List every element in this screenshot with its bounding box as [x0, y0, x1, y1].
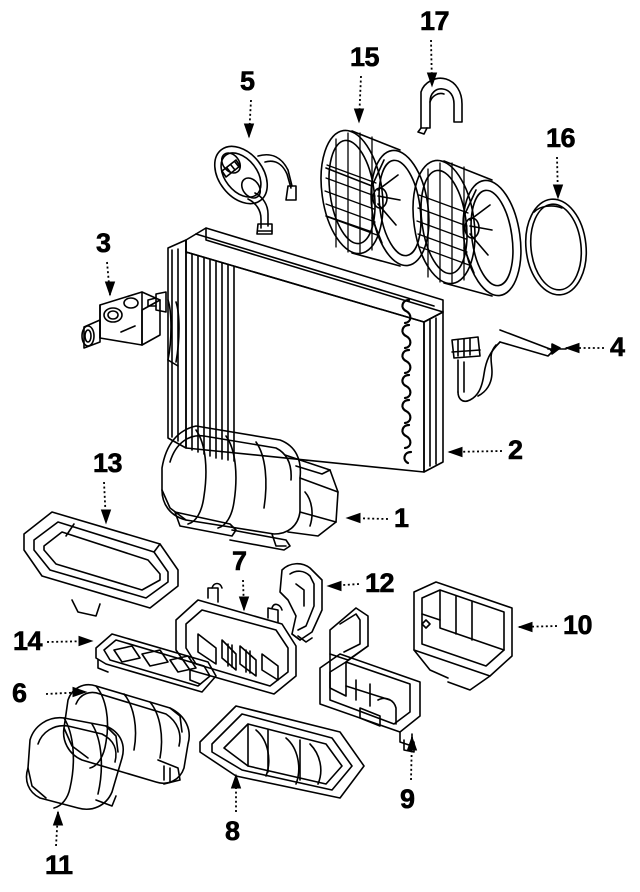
- callout-number-14: 14: [13, 626, 43, 656]
- part-vent-grille-register: [95, 633, 217, 693]
- callout-arrowhead-8: [230, 773, 242, 789]
- part-case-side-cover: [413, 581, 513, 691]
- callout-arrowhead-4: [564, 342, 580, 354]
- callout-number-17: 17: [420, 6, 450, 36]
- part-lower-case-duct: [199, 705, 365, 799]
- part-evaporator-core: [147, 227, 444, 473]
- part-case-gasket-seal: [23, 511, 179, 617]
- callout-leader-12: [327, 583, 360, 587]
- part-blower-seal-ring: [524, 198, 588, 296]
- callout-number-11: 11: [45, 850, 74, 880]
- callout-number-10: 10: [563, 610, 593, 640]
- callout-leader-7: [242, 579, 245, 611]
- callout-arrowhead-11: [52, 810, 64, 826]
- callout-number-13: 13: [93, 448, 123, 478]
- callout-arrowhead-15: [353, 108, 365, 124]
- callout-arrowhead-1: [345, 512, 361, 524]
- callout-arrowhead-9: [406, 735, 418, 751]
- callout-arrowhead-17: [426, 72, 438, 88]
- part-air-deflector-door: [279, 562, 323, 643]
- callout-number-7: 7: [232, 546, 248, 576]
- callout-arrowhead-13: [100, 509, 112, 525]
- part-temperature-sensor-probe: [451, 329, 567, 403]
- part-blower-motor-shroud: [25, 716, 124, 810]
- part-hose-tube-assembly: [213, 145, 297, 235]
- callout-number-4: 4: [610, 332, 626, 362]
- part-center-case-assembly: [319, 607, 421, 753]
- callout-leader-5: [248, 99, 252, 138]
- part-control-valve-panel: [175, 582, 297, 695]
- callout-leader-10: [518, 625, 558, 628]
- callout-arrowhead-3: [104, 281, 116, 297]
- callout-number-1: 1: [394, 503, 410, 533]
- callout-number-16: 16: [546, 123, 576, 153]
- callout-arrowhead-16: [552, 184, 564, 200]
- callout-arrowhead-7: [238, 596, 250, 612]
- part-blower-motor-cover: [62, 684, 190, 785]
- callout-arrowhead-5: [243, 123, 255, 139]
- callout-arrowhead-14: [78, 635, 94, 647]
- callout-number-2: 2: [508, 435, 524, 465]
- part-heater-core-housing: [161, 425, 339, 551]
- callout-number-12: 12: [365, 568, 395, 598]
- callout-number-6: 6: [12, 678, 28, 708]
- part-blower-wheel-right: [412, 159, 522, 297]
- callout-number-5: 5: [240, 66, 256, 96]
- callout-number-9: 9: [400, 784, 416, 814]
- callout-number-15: 15: [350, 42, 380, 72]
- callout-arrowhead-2: [447, 446, 463, 458]
- part-expansion-valve: [81, 291, 161, 349]
- callout-number-3: 3: [96, 228, 112, 258]
- callout-arrowhead-6: [72, 686, 88, 698]
- callout-arrowhead-10: [517, 621, 533, 633]
- callout-arrowhead-12: [326, 580, 342, 592]
- callout-number-8: 8: [225, 816, 241, 846]
- part-blower-wheel-left: [320, 129, 430, 267]
- part-blower-wheel-clip: [417, 77, 463, 135]
